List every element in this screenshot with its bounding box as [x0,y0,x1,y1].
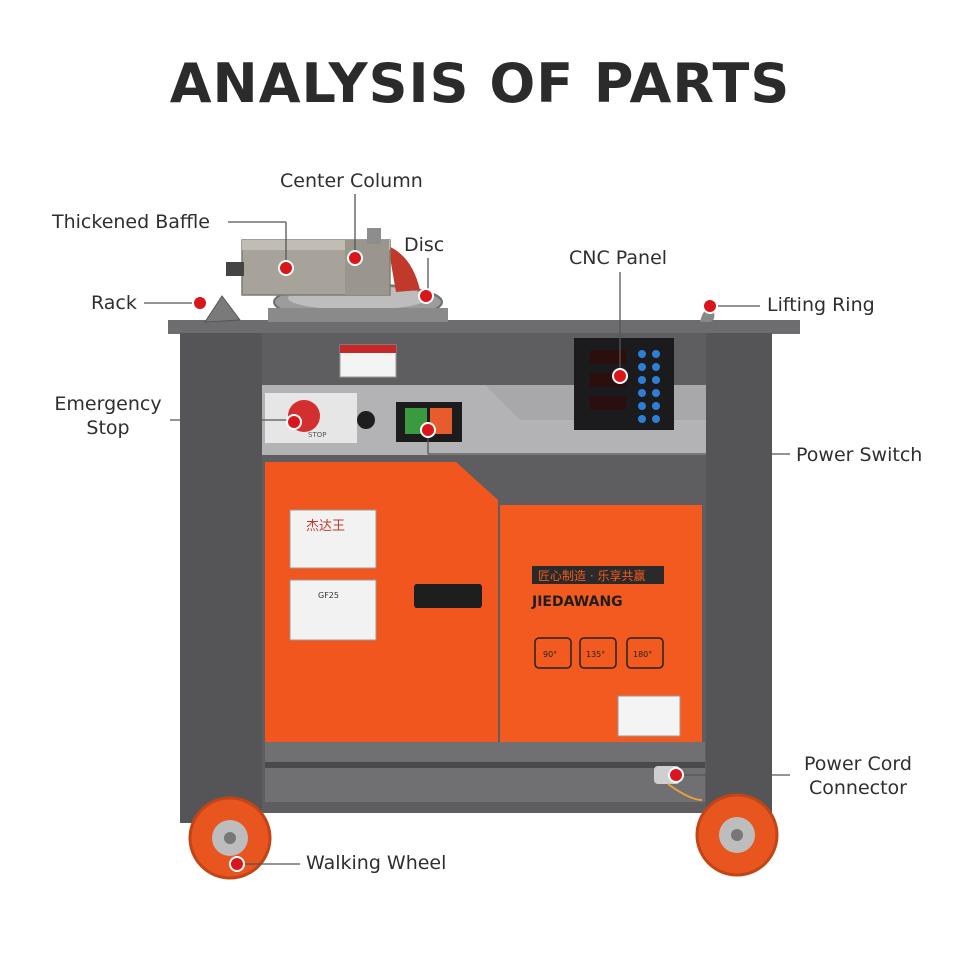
marker-walking-wheel [229,856,245,872]
page-title: ANALYSIS OF PARTS [169,52,791,115]
label-power-cord-line2: Connector [809,777,907,799]
label-emergency-stop-line2: Stop [86,417,130,439]
center-column-block [345,240,389,295]
angle-90-text: 90° [543,650,557,659]
marker-power-switch [420,422,436,438]
label-rack: Rack [91,292,137,314]
lower-channel [265,742,705,802]
control-band-slope [262,385,706,455]
label-cnc-panel: CNC Panel [569,247,668,269]
leader-lines [144,194,790,865]
angle-135-text: 135° [586,650,605,659]
stop-text: STOP [308,431,326,439]
slogan-text: 匠心制造 · 乐享共赢 [538,568,645,583]
marker-thickened-baffle [278,260,294,276]
right-leg [706,333,772,823]
disc-base [268,308,448,322]
door-handle [414,584,482,608]
label-disc: Disc [404,234,445,256]
angle-180-text: 180° [633,650,652,659]
top-plate [168,320,800,334]
brand-text: JIEDAWANG [531,594,623,610]
marker-rack [192,295,208,311]
cable-hole [357,411,375,429]
marker-center-column [347,250,363,266]
label-walking-wheel: Walking Wheel [306,852,447,874]
rack-bracket [204,295,241,323]
logo-text: 杰达王 [306,519,345,534]
marker-disc [418,288,434,304]
label-emergency-stop-line1: Emergency [54,393,162,415]
label-thickened-baffle: Thickened Baffle [52,211,210,233]
left-leg [180,333,262,823]
marker-power-cord [668,767,684,783]
spec-plate [289,579,377,641]
marker-lifting-ring [702,298,718,314]
label-power-cord-line1: Power Cord [804,753,912,775]
label-center-column: Center Column [280,170,423,192]
label-lifting-ring: Lifting Ring [767,294,875,316]
marker-cnc-panel [612,368,628,384]
label-power-cord-connector: Power Cord Connector [790,752,926,800]
logo-plate [289,509,377,569]
model-text: GF25 [318,591,339,600]
label-power-switch: Power Switch [796,444,923,466]
label-emergency-stop: Emergency Stop [48,392,168,440]
marker-emergency-stop [286,414,302,430]
walking-wheel-right [695,793,779,877]
safety-sticker [617,695,681,737]
part-markers [192,250,718,872]
walking-wheel-left [188,796,272,880]
